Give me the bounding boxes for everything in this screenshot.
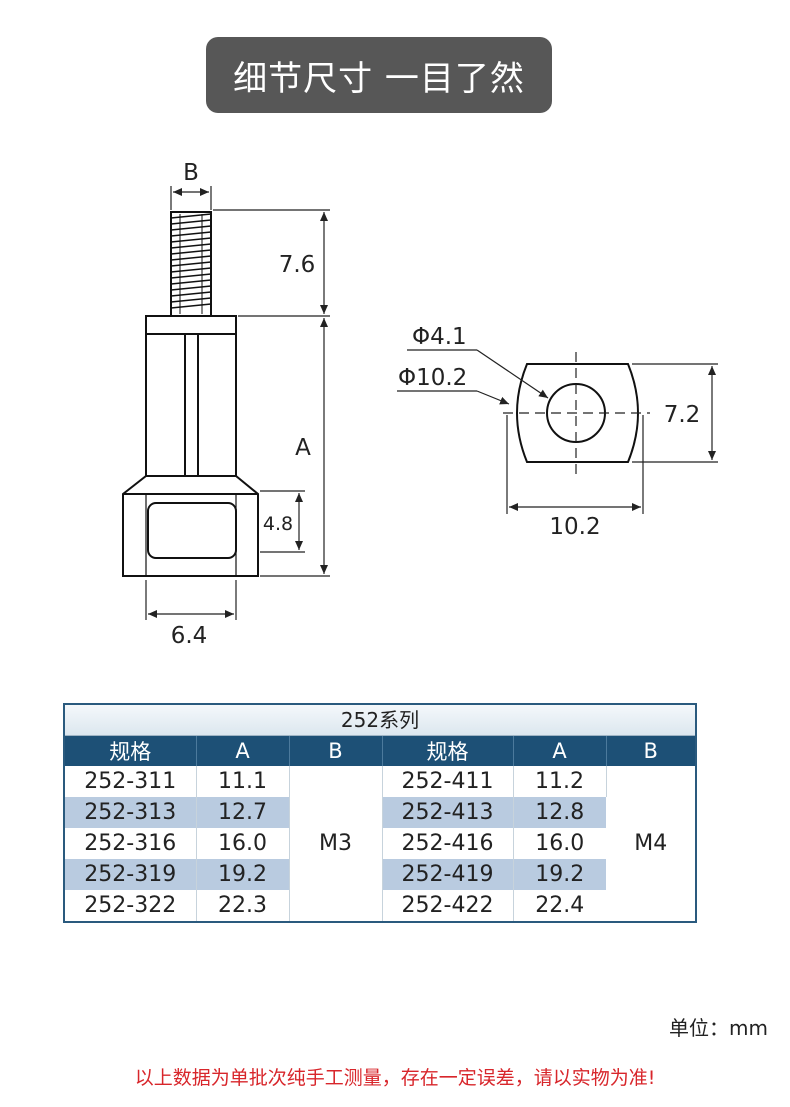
cell-a-left: 16.0	[196, 828, 290, 859]
title-banner: 细节尺寸 一目了然	[206, 37, 552, 113]
cell-a-right: 12.8	[513, 797, 606, 828]
dim-hole-small-label: Φ4.1	[412, 324, 467, 350]
cell-b-right: M4	[606, 766, 695, 921]
dim-hex-width-label: 6.4	[171, 623, 208, 649]
dim-washer-width-label: 10.2	[549, 514, 600, 540]
cell-a-right: 19.2	[513, 859, 606, 890]
dim-hex-height-label: 4.8	[263, 513, 293, 535]
technical-drawing: B 7.6 A 4.8 6.4 Φ4.1 Φ10.2	[122, 160, 718, 649]
table-header-row: 规格 A B 规格 A B	[65, 736, 695, 766]
cell-spec-right: 252-416	[382, 828, 514, 859]
table-title: 252系列	[65, 705, 695, 736]
disclaimer-text: 以上数据为单批次纯手工测量，存在一定误差，请以实物为准!	[134, 1067, 656, 1089]
cell-spec-right: 252-422	[382, 890, 514, 921]
cell-a-left: 11.1	[196, 766, 290, 797]
standoff-side-view	[122, 211, 259, 577]
dim-hole-large-label: Φ10.2	[398, 365, 467, 391]
washer-top-view	[503, 352, 650, 474]
dim-b-label: B	[183, 160, 199, 186]
col-header-a-right: A	[513, 736, 607, 766]
spec-grid: 规格 A B 规格 A B 252-311 11.1 M3 252-411 11…	[65, 736, 695, 921]
spec-table: 252系列 规格 A B 规格 A B 252-311 11.1 M3 252-…	[63, 703, 697, 923]
col-header-spec-right: 规格	[382, 736, 514, 766]
cell-spec-right: 252-411	[382, 766, 514, 797]
dim-a-label: A	[295, 435, 311, 461]
cell-b-left: M3	[289, 766, 383, 921]
cell-a-left: 12.7	[196, 797, 290, 828]
table-row: 252-316 16.0 252-416 16.0	[65, 828, 695, 859]
dim-washer-width	[506, 415, 644, 514]
table-row: 252-311 11.1 M3 252-411 11.2 M4	[65, 766, 695, 921]
dim-hex-width	[145, 580, 237, 620]
col-header-b-right: B	[606, 736, 695, 766]
standoff-body	[145, 315, 237, 477]
dim-thread-label: 7.6	[279, 252, 316, 278]
cell-spec-left: 252-319	[65, 859, 197, 890]
thread-stud	[170, 211, 212, 317]
dim-washer-height-label: 7.2	[664, 402, 701, 428]
dim-hex-height	[260, 490, 305, 553]
col-header-spec-left: 规格	[65, 736, 197, 766]
col-header-b-left: B	[289, 736, 383, 766]
cell-a-right: 16.0	[535, 831, 585, 856]
cell-spec-right: 252-419	[382, 859, 514, 890]
cell-spec-right: 252-413	[382, 797, 514, 828]
table-row: 252-319 19.2 252-419 19.2	[65, 859, 695, 890]
unit-label: 单位：mm	[669, 1016, 768, 1040]
table-row: 252-313 12.7 252-413 12.8	[65, 797, 695, 828]
hole-leaders	[397, 349, 549, 405]
cell-a-right: 11.2	[513, 766, 607, 797]
cell-spec-left: 252-311	[65, 766, 197, 797]
dim-b	[170, 186, 212, 210]
col-header-a-left: A	[196, 736, 290, 766]
table-row: 252-322 22.3 252-422 22.4	[65, 890, 695, 921]
hex-base	[122, 475, 259, 577]
cell-spec-left: 252-316	[65, 828, 197, 859]
cell-a-right: 22.4	[535, 893, 585, 918]
cell-a-left: 22.3	[196, 890, 290, 921]
dim-a	[260, 318, 330, 577]
dim-thread-length	[213, 209, 330, 317]
banner-title: 细节尺寸 一目了然	[233, 58, 525, 99]
cell-spec-left: 252-313	[65, 797, 197, 828]
cell-a-left: 19.2	[196, 859, 290, 890]
cell-spec-left: 252-322	[65, 890, 197, 921]
dim-washer-height	[632, 363, 718, 463]
